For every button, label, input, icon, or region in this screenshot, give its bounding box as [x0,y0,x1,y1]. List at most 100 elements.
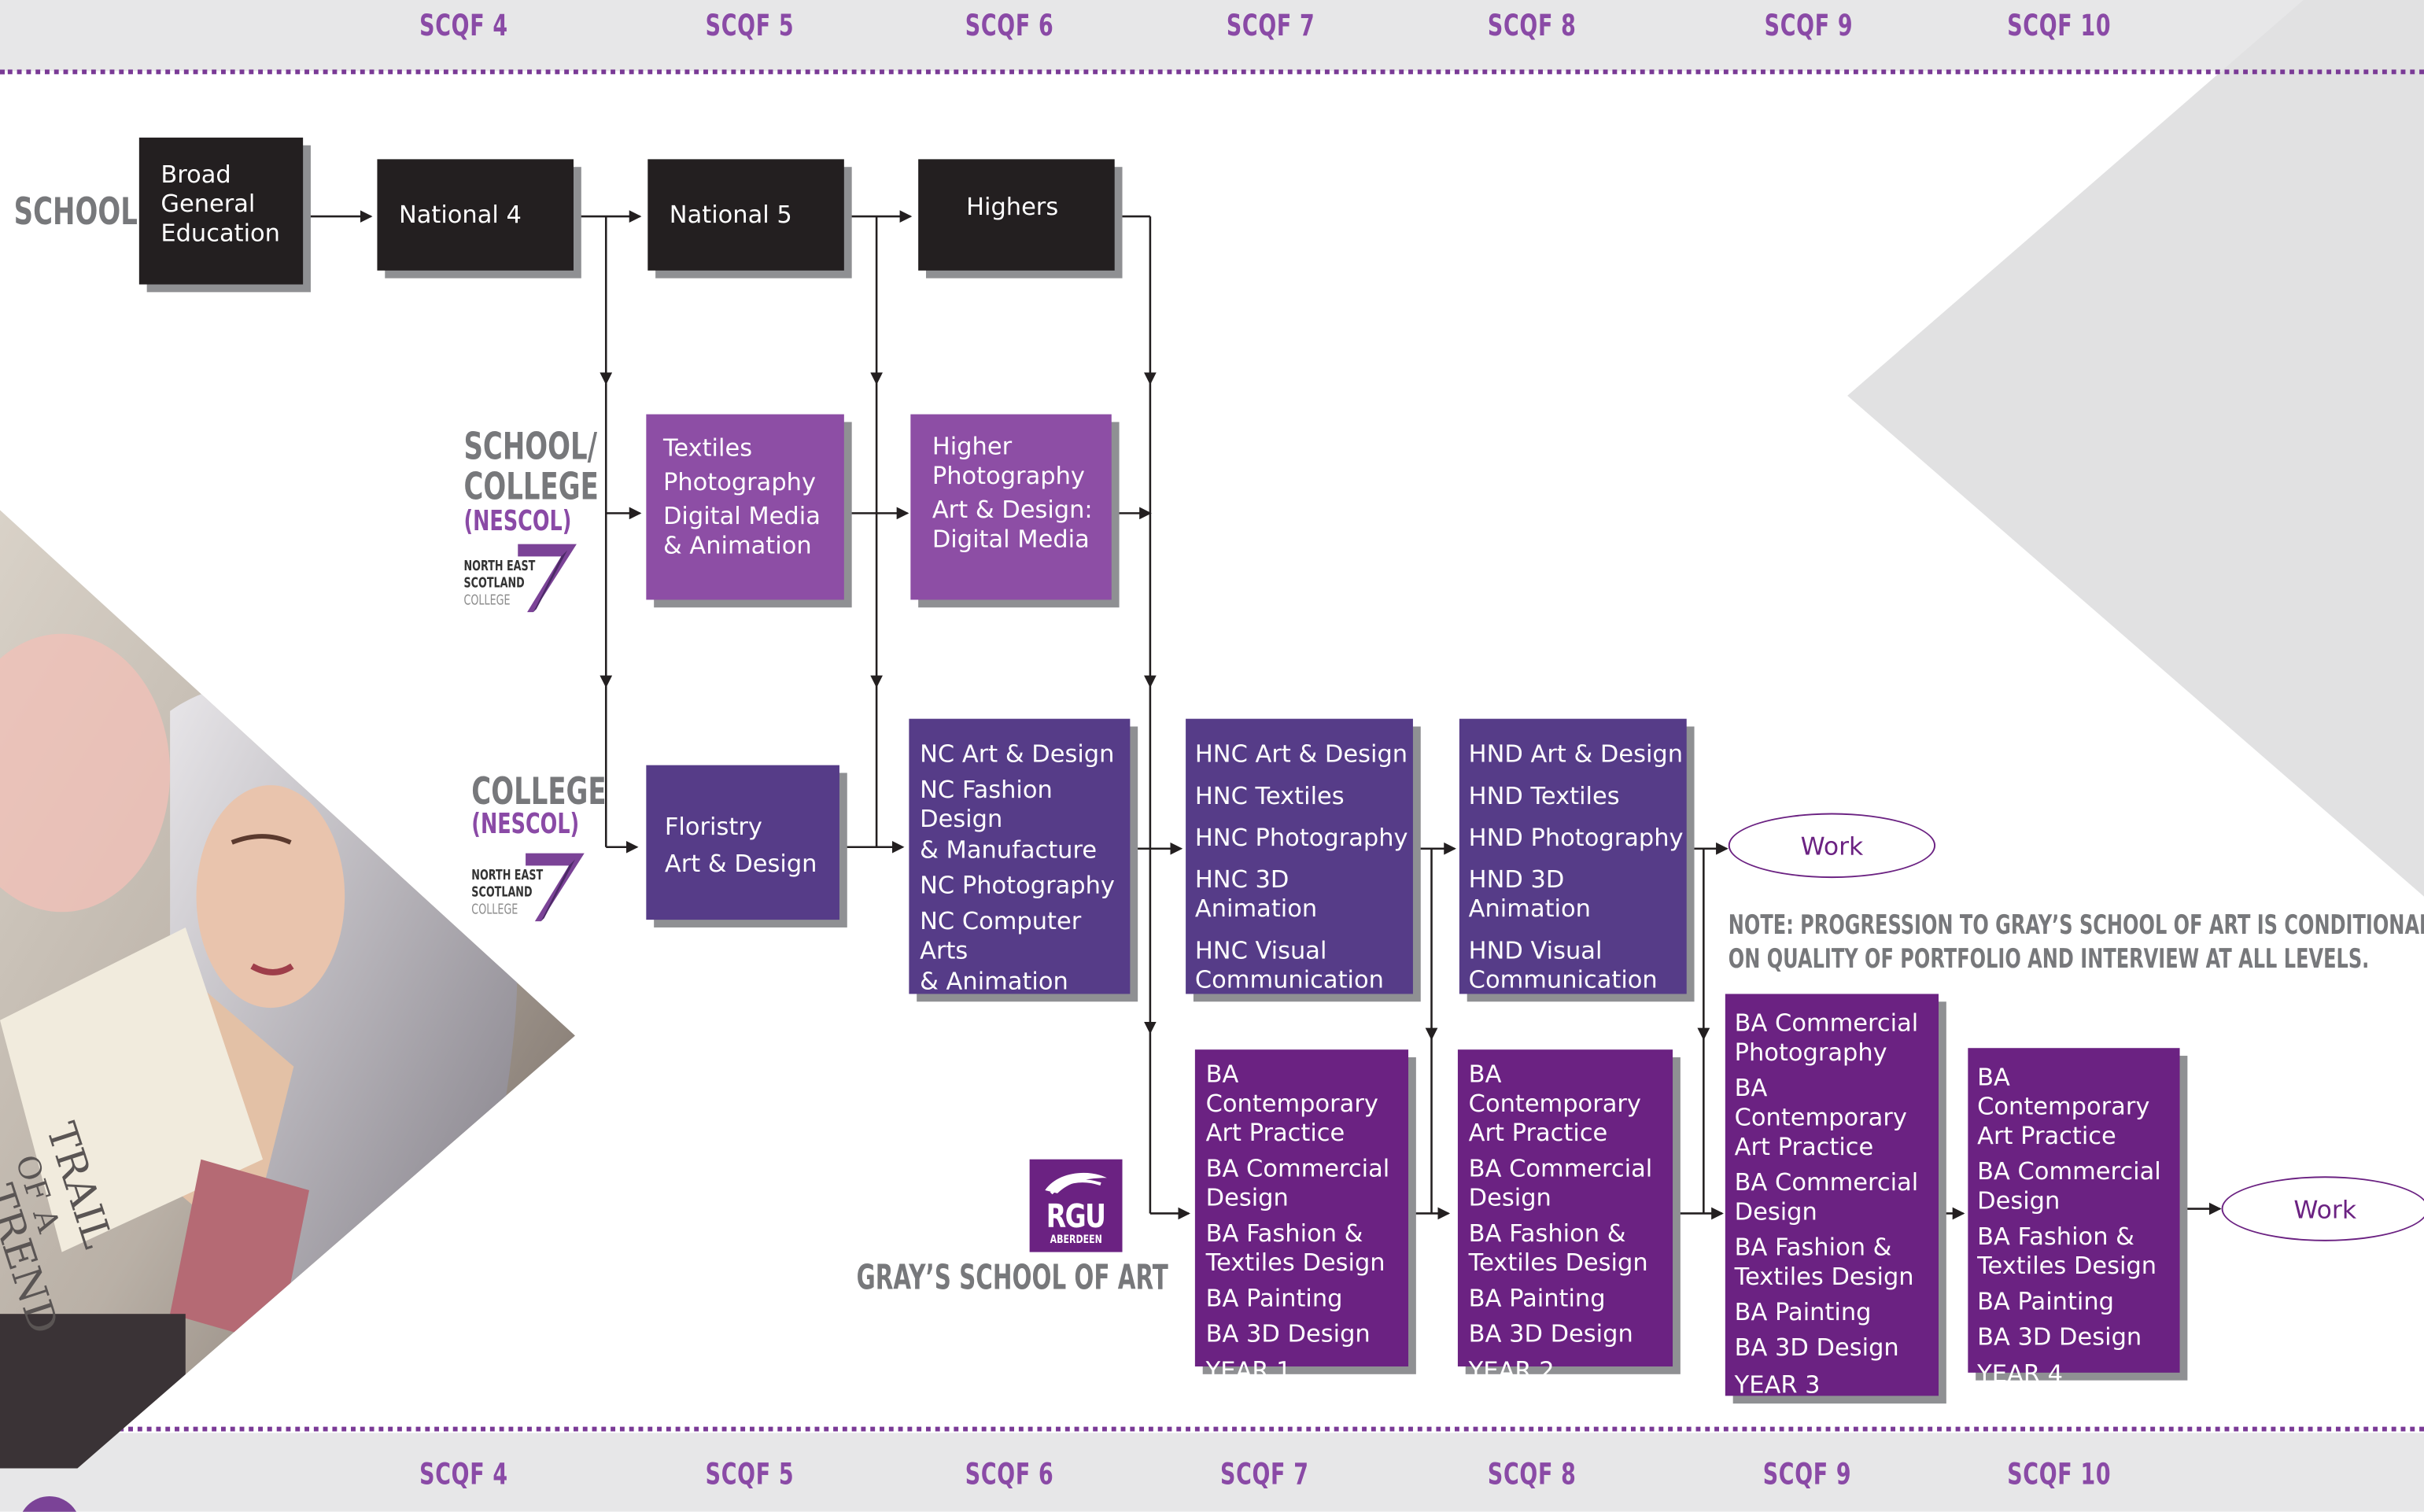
box-ba-year-3: BA Commercial Photography BA Contemporar… [1725,994,1939,1399]
y1-line-8: BA 3D Design [1205,1320,1371,1348]
scqf-top-6: SCQF 6 [965,9,1054,44]
box-textiles-photography: Textiles Photography Digital Media & Ani… [646,414,844,600]
y1-line-5: BA Fashion & [1205,1219,1363,1248]
nc-line-6: & Animation [920,968,1068,996]
nescol-logo-2-line-1: NORTH EAST [471,868,544,884]
higher-line-4: Digital Media [932,526,1090,554]
y2-line-6: Textiles Design [1468,1248,1648,1278]
row-label-school-college-3: (NESCOL) [463,505,572,538]
work-oval-2: Work [2221,1176,2424,1241]
hnc-line-2: HNC Textiles [1194,782,1345,810]
progression-note-line-1: NOTE: PROGRESSION TO GRAY’S SCHOOL OF AR… [1728,910,2424,942]
higher-line-1: Higher [932,433,1013,461]
scqf-top-7: SCQF 7 [1226,9,1315,44]
y3-line-8: Textiles Design [1734,1263,1914,1291]
nescol-logo-1-line-3: COLLEGE [463,593,511,610]
higher-line-3: Art & Design: [932,496,1093,525]
nc-line-2: NC Fashion Design [920,776,1053,834]
hnc-line-1: HNC Art & Design [1194,740,1408,769]
box-national-5: National 5 [648,159,844,271]
nc-line-3: & Manufacture [920,836,1098,865]
y3-line-11: YEAR 3 [1734,1370,1821,1400]
scqf-top-8: SCQF 8 [1487,9,1577,44]
y3-line-6: Design [1734,1197,1817,1226]
y2-line-9: YEAR 2 [1468,1357,1555,1385]
y1-line-4: Design [1205,1184,1289,1212]
bge-line-1: Broad [160,160,231,189]
work-oval-2-label: Work [2293,1193,2357,1224]
box-national-4: National 4 [377,159,574,271]
bottom-dotted-rule [0,1426,2424,1432]
y1-line-7: BA Painting [1205,1284,1343,1313]
y3-line-1: BA Commercial [1734,1009,1919,1038]
y2-line-1: BA Contemporary [1468,1060,1641,1118]
scqf-bottom-10: SCQF 10 [2007,1457,2112,1492]
scqf-bottom-9: SCQF 9 [1762,1457,1852,1492]
hnd-line-4: HND 3D Animation [1468,865,1591,924]
box-highers: Highers [918,159,1115,271]
y4-line-3: BA Commercial [1977,1157,2161,1186]
scqf-bottom-4: SCQF 4 [419,1457,508,1492]
y4-line-4: Design [1977,1187,2061,1215]
y4-line-8: BA 3D Design [1977,1322,2142,1352]
y1-line-2: Art Practice [1205,1119,1345,1147]
y4-line-6: Textiles Design [1977,1252,2157,1280]
textiles-line-3: Digital Media [662,502,821,530]
nc-line-4: NC Photography [920,872,1115,900]
y4-line-7: BA Painting [1977,1287,2115,1316]
grays-school-label: GRAY’S SCHOOL OF ART [856,1259,1168,1299]
progression-note: NOTE: PROGRESSION TO GRAY’S SCHOOL OF AR… [1729,909,2424,976]
y3-line-9: BA Painting [1734,1298,1872,1326]
bge-line-2: General [160,190,256,219]
hnd-line-5: HND Visual [1468,936,1603,965]
row-label-school-college-1: SCHOOL/ [463,425,598,469]
textiles-line-1: Textiles [662,434,753,463]
row-label-school: SCHOOL [13,190,138,234]
nc-line-5: NC Computer Arts [920,907,1082,965]
highers-label: Highers [966,193,1059,221]
y3-line-4: Art Practice [1734,1133,1874,1161]
y1-line-1: BA Contemporary [1205,1060,1378,1118]
box-ba-year-4: BA Contemporary Art Practice BA Commerci… [1968,1048,2180,1388]
hnc-line-4: HNC 3D Animation [1194,865,1318,924]
textiles-line-4: & Animation [662,531,812,560]
national-4-label: National 4 [398,200,522,228]
box-ba-year-2: BA Contemporary Art Practice BA Commerci… [1457,1049,1673,1385]
scqf-bottom-5: SCQF 5 [705,1457,795,1492]
y4-line-1: BA Contemporary [1977,1063,2150,1121]
work-oval-1-label: Work [1800,831,1864,861]
y3-line-10: BA 3D Design [1734,1333,1899,1363]
hnd-line-6: Communication [1468,966,1658,994]
row-label-college-2: (NESCOL) [471,808,580,841]
higher-line-2: Photography [932,462,1085,490]
y4-line-2: Art Practice [1977,1122,2116,1150]
box-higher-photography: Higher Photography Art & Design: Digital… [910,414,1112,600]
y1-line-6: Textiles Design [1205,1248,1385,1278]
work-oval-1: Work [1728,813,1936,879]
corner-circle-badge [18,1496,81,1512]
bottom-scqf-band [0,1433,2424,1512]
box-nc-courses: NC Art & Design NC Fashion Design & Manu… [909,718,1131,996]
nescol-logo-1-line-2: SCOTLAND [463,576,525,592]
scqf-top-5: SCQF 5 [705,9,795,44]
scqf-bottom-8: SCQF 8 [1487,1457,1577,1492]
scqf-top-4: SCQF 4 [419,9,508,44]
nescol-logo-2: NORTH EAST SCOTLAND COLLEGE [471,868,543,920]
progression-note-line-2: ON QUALITY OF PORTFOLIO AND INTERVIEW AT… [1728,944,2370,975]
y2-line-5: BA Fashion & [1468,1219,1626,1248]
floristry-line-2: Art & Design [664,850,817,879]
nescol-logo-1-mark-icon [518,544,577,613]
nescol-logo-1-line-1: NORTH EAST [463,559,536,575]
rgu-logo-text: RGU [1046,1197,1106,1235]
box-ba-year-1: BA Contemporary Art Practice BA Commerci… [1194,1049,1409,1385]
nescol-logo-2-line-2: SCOTLAND [471,885,533,902]
y2-line-7: BA Painting [1468,1284,1606,1313]
box-broad-general-education: Broad General Education [138,137,304,285]
y2-line-2: Art Practice [1468,1119,1608,1147]
y1-line-3: BA Commercial [1205,1154,1390,1183]
y3-line-7: BA Fashion & [1734,1234,1892,1262]
bge-line-3: Education [160,219,280,248]
